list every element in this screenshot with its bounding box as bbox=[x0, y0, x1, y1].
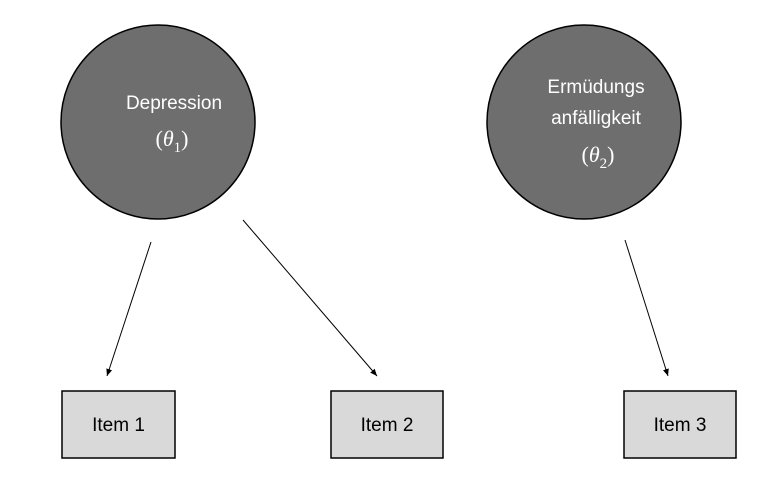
item-box-2 bbox=[330, 390, 444, 459]
theta-symbol: θ bbox=[163, 126, 174, 151]
theta-subscript: 2 bbox=[600, 156, 608, 172]
item-box-3 bbox=[623, 390, 737, 459]
item-box-1 bbox=[61, 390, 176, 459]
theta-subscript: 1 bbox=[174, 140, 182, 156]
latent-node-depression: Depression (θ1) bbox=[60, 24, 256, 220]
arrow-depression-to-item1 bbox=[106, 241, 152, 377]
item-label-1: Item 1 bbox=[92, 415, 145, 436]
item-label-2: Item 2 bbox=[361, 415, 414, 436]
item-node-2: Item 2 bbox=[330, 390, 444, 459]
latent-label-depression: Depression bbox=[126, 93, 222, 114]
item-node-1: Item 1 bbox=[61, 390, 176, 459]
theta-symbol: θ bbox=[589, 142, 600, 167]
latent-circle-ermuedungsanfaelligkeit bbox=[486, 24, 682, 220]
item-label-3: Item 3 bbox=[654, 415, 707, 436]
arrow-depression-to-item2 bbox=[242, 219, 378, 377]
item-node-3: Item 3 bbox=[623, 390, 737, 459]
arrow-ermuedung-to-item3 bbox=[624, 239, 669, 377]
latent-label-line1: Ermüdungs bbox=[547, 77, 644, 98]
latent-label-line2: anfälligkeit bbox=[551, 108, 641, 129]
latent-circle-depression bbox=[60, 24, 256, 220]
latent-node-ermuedungsanfaelligkeit: Ermüdungs anfälligkeit (θ2) bbox=[486, 24, 682, 220]
